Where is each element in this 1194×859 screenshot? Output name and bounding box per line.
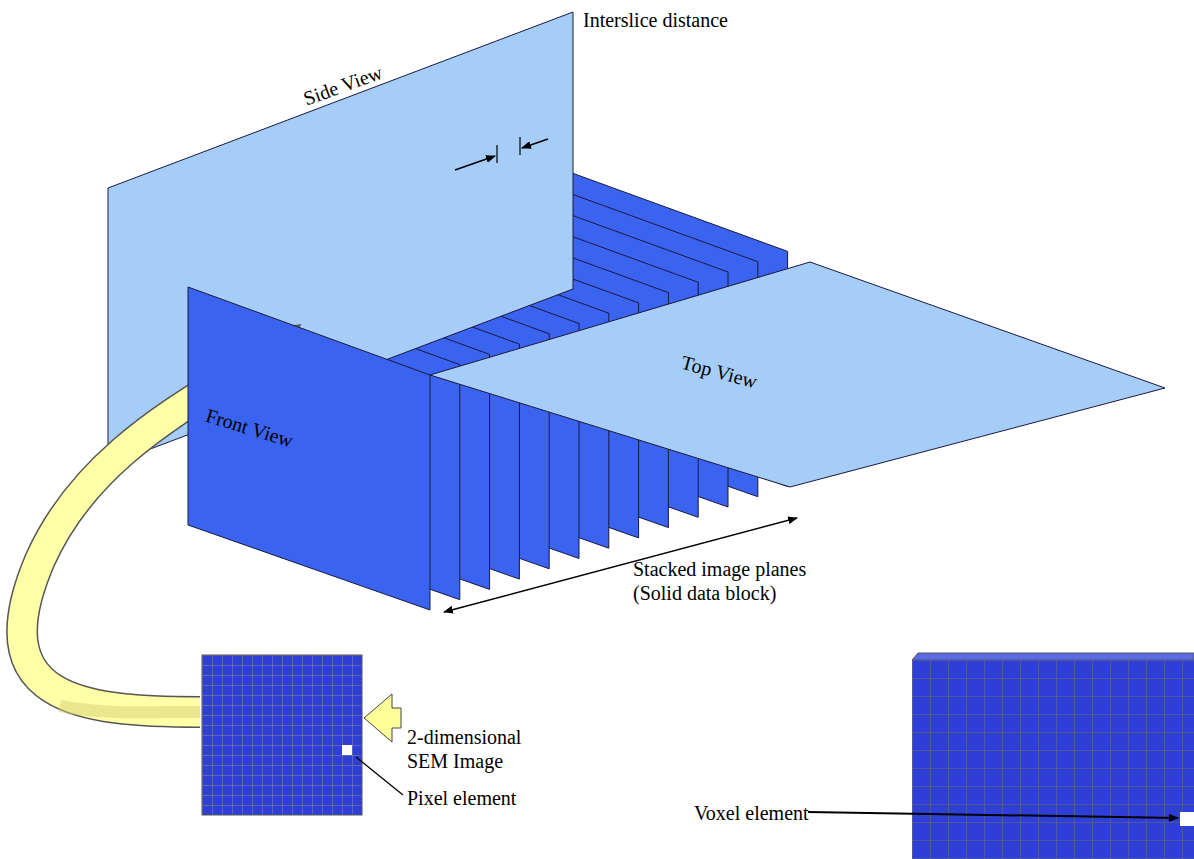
plane-shape: [188, 287, 430, 610]
pixel-cell: [342, 745, 352, 755]
voxel-cell: [1180, 812, 1194, 826]
curved-arrow-shade: [60, 706, 200, 712]
front-view-plane: Front View: [188, 287, 430, 610]
dimension-label: Interslice distance: [583, 8, 728, 32]
dimension-arrow: [455, 156, 495, 170]
stack-label: Stacked image planes (Solid data block): [633, 557, 809, 605]
plane-shape: [430, 262, 1165, 487]
pointer-arrow: [364, 694, 401, 742]
curved-arrow-outline: [22, 378, 228, 712]
pixel-grid: [202, 655, 362, 815]
dimension-arrow: [522, 139, 548, 148]
top-view-plane: Top View: [430, 262, 1165, 490]
dimension-tick: [496, 145, 497, 163]
plane-outline: [188, 287, 430, 610]
curved-arrow: [22, 378, 228, 712]
image-label: 2-dimensional SEM Image: [407, 725, 542, 773]
voxel-block: [912, 660, 1194, 859]
curved-arrow-head: [210, 325, 300, 414]
leader-line: [356, 757, 403, 795]
voxel-label: Voxel element: [694, 801, 809, 825]
extent-arrow: [444, 518, 797, 612]
leader-arrow: [808, 812, 1178, 818]
dimension-tick: [519, 137, 520, 155]
pixel-label: Pixel element: [407, 786, 516, 810]
plane-outline: [430, 262, 1165, 490]
voxel-block-top: [912, 653, 1194, 660]
